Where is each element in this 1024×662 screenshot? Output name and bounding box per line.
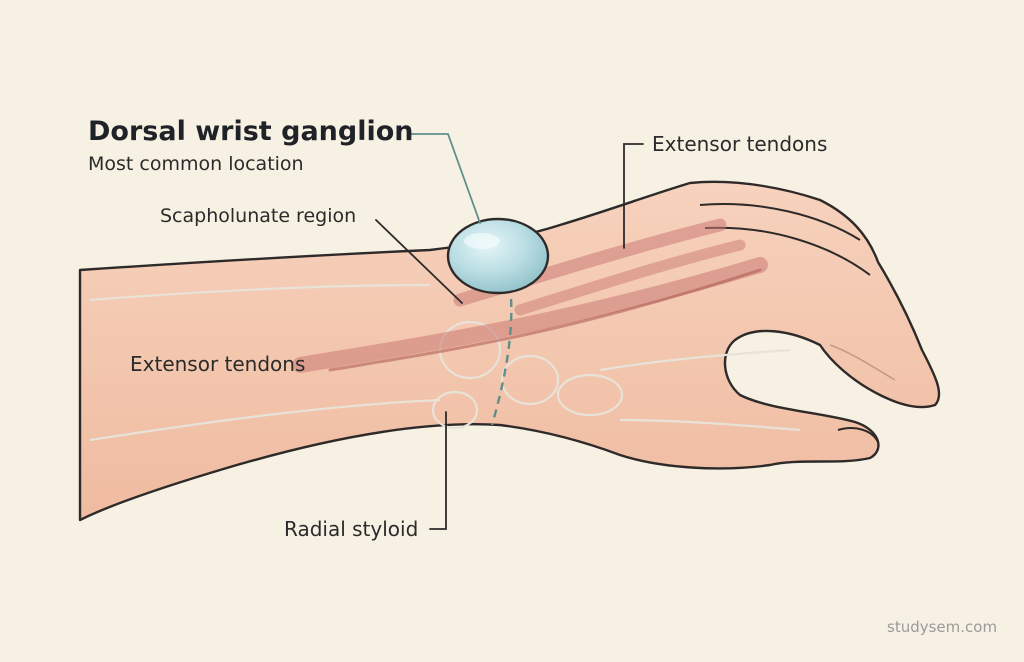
scapholunate-line <box>490 284 513 426</box>
ganglion-cyst <box>446 217 550 295</box>
carpal-bones <box>89 283 801 442</box>
extensor-tendons-left-label: Extensor tendons <box>130 352 306 376</box>
extensor-top-leader-line <box>623 143 644 249</box>
radial-styloid-leader-line <box>429 411 447 530</box>
diagram-subtitle: Most common location <box>88 153 304 175</box>
scapholunate-label: Scapholunate region <box>160 205 357 227</box>
diagram-title: Dorsal wrist ganglion <box>88 116 414 147</box>
extensor-tendons-top-label: Extensor tendons <box>652 132 828 156</box>
title-leader-line <box>407 133 481 224</box>
radial-styloid-label: Radial styloid <box>284 517 419 541</box>
hand-outline <box>78 180 941 522</box>
scapholunate-leader-line <box>375 219 463 304</box>
extensor-tendons <box>292 218 768 373</box>
watermark: studysem.com <box>887 618 998 636</box>
